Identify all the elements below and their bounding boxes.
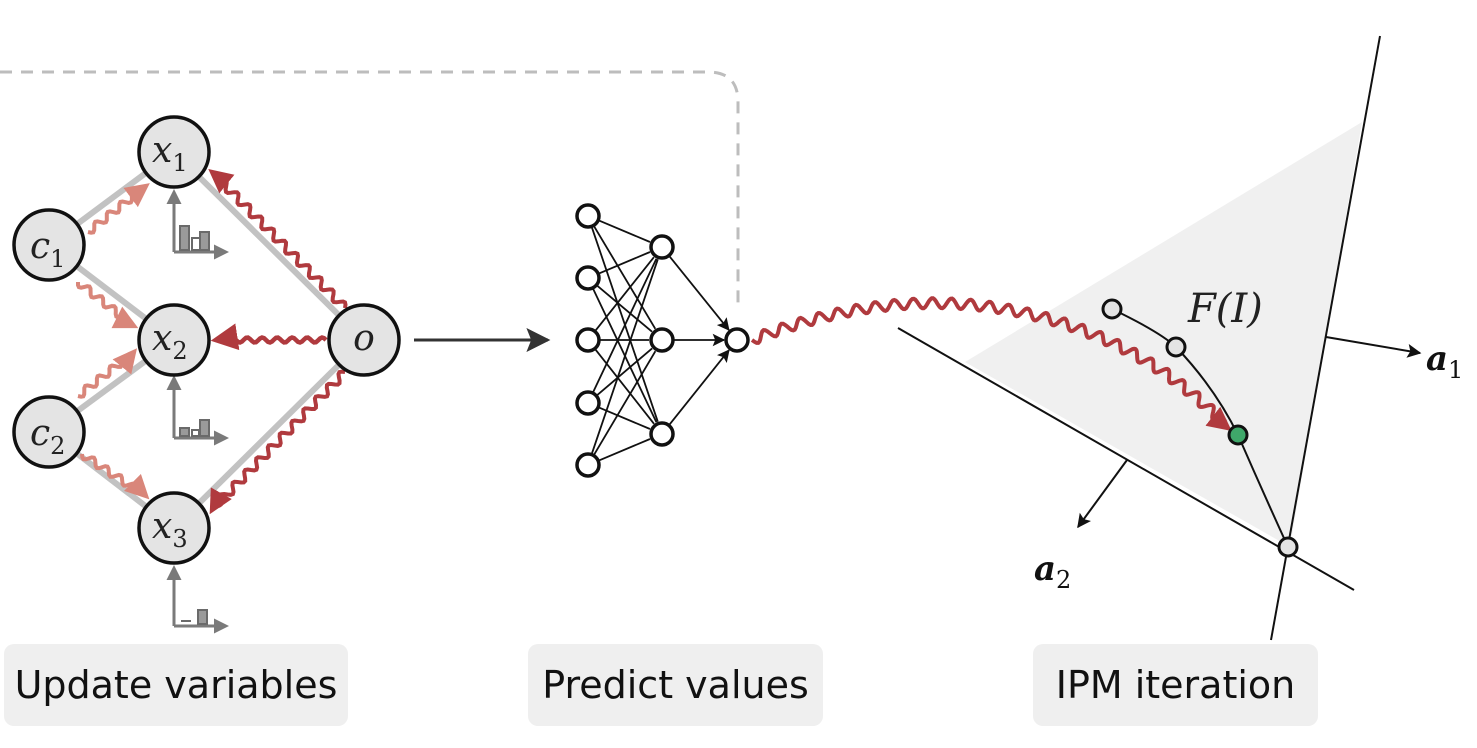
variable-node-x3: x3 [137,491,211,565]
constraint-label: c [30,413,50,454]
network-edge [668,349,730,426]
constraint-node-c2: c2 [12,395,86,469]
objective-node: o [327,303,401,377]
feasible-region-label: F(I) [1187,286,1263,332]
constraint-subscript: 1 [50,245,65,273]
variable-node-x2: x2 [137,303,211,377]
network-neuron [575,265,601,291]
svg-text:x1: x1 [152,130,188,177]
network-edge [594,256,655,332]
objective-label: o [353,318,375,359]
network-neuron [575,327,601,353]
network-edge [594,348,655,425]
constraint-subscript: 2 [50,432,65,460]
normal-symbol: a [1034,549,1056,589]
network-edge [596,347,653,396]
central-path [1111,308,1289,548]
network-neuron [575,452,601,478]
network-neuron [649,327,675,353]
current-iterate-point [1227,424,1249,446]
normal-vector-2 [1077,459,1128,529]
constraint-label: c [30,226,50,267]
network-neuron [649,234,675,260]
network-edge [598,406,651,430]
histogram-icon [166,565,229,634]
network-edge [592,258,658,393]
svg-text:x3: x3 [152,506,188,553]
variable-label: x [152,130,172,171]
optimal-vertex-point [1277,536,1299,558]
network-neuron [649,421,675,447]
svg-text:a2: a2 [1034,549,1071,594]
network-neuron [575,390,601,416]
variable-node-x1: x1 [137,115,211,189]
normal-vector-1 [1325,336,1422,358]
histogram-icon [166,375,229,446]
message-arrow [80,453,150,500]
network-neuron [724,327,750,353]
feasible-region [965,122,1362,547]
neural-network-icon [575,203,750,478]
constraint-message-arrows [76,183,150,500]
svg-text:c1: c1 [30,226,65,273]
stage-label-update-variables: Update variables [4,644,348,726]
network-edge [598,251,651,275]
network-edge [593,350,657,456]
network-edge [596,285,653,333]
message-arrow [210,323,328,351]
variable-subscript: 3 [172,525,187,553]
message-arrow [77,348,138,399]
stage-label-ipm-iteration: IPM iteration [1033,644,1318,726]
svg-text:x2: x2 [152,318,188,365]
constraint-node-c1: c1 [12,208,86,282]
svg-text:c2: c2 [30,413,65,460]
variable-subscript: 2 [172,337,187,365]
variable-label: x [152,506,172,547]
network-edge [598,219,651,243]
normal-symbol: a [1426,339,1448,379]
message-arrow [76,282,139,329]
network-edge [668,255,730,331]
iterate-point [1165,336,1187,358]
message-arrow [208,168,348,309]
normal-subscript: 2 [1056,566,1071,594]
network-neuron [575,203,601,229]
message-arrow [209,369,346,515]
message-arrow [87,183,150,235]
svg-text:a1: a1 [1426,339,1463,384]
prediction-message-arrow [750,296,1232,431]
network-edge [591,259,659,454]
stage-label-predict-values: Predict values [528,644,823,726]
network-edge [598,438,651,462]
network-edge [593,225,657,330]
objective-message-arrows [208,168,348,515]
histogram-icon [166,189,229,260]
variable-subscript: 1 [172,149,187,177]
feedback-dashed-loop [0,70,740,305]
iterate-point [1101,298,1123,320]
normal-subscript: 1 [1448,356,1463,384]
variable-label: x [152,318,172,359]
